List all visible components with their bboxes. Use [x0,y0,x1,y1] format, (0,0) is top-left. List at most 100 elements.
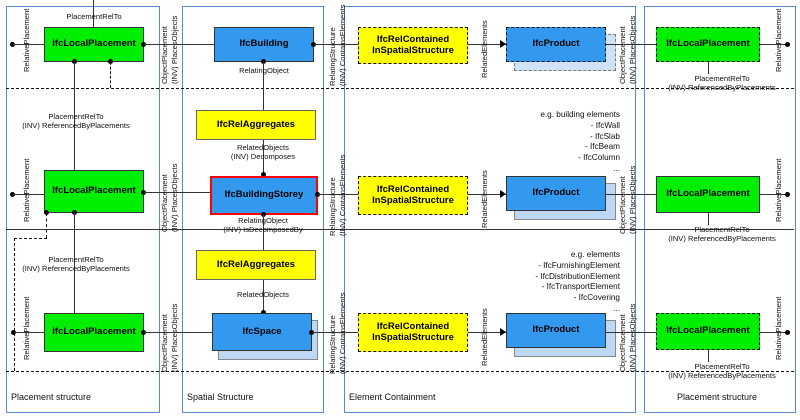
relating-object-label-row1: RelatingObject [239,66,289,75]
placement-chain-line-2 [74,213,75,313]
op-r-l1-row3: ObjectPlacement [618,314,627,372]
ifc-local-placement-building[interactable]: IfcLocalPlacement [44,27,144,62]
object-placement-line-row2 [144,192,214,193]
relating-structure-dot-row1 [311,42,316,47]
relating-structure-label-row1: RelatingStructure [328,27,337,86]
op-l2-row3: (INV) PlacesObjects [170,303,179,372]
object-placement-right-label-row2: ObjectPlacement [618,176,627,234]
ifc-rel-contained-in-spatial-structure-row1[interactable]: IfcRelContained InSpatialStructure [358,27,468,64]
relating-structure-l1: RelatingStructure [328,27,337,86]
relating-object-dot-row2 [261,212,266,217]
relating-structure-label-row3: RelatingStructure [328,315,337,374]
related-elements-arrow-row1 [500,40,506,48]
ifc-local-placement-product-row3[interactable]: IfcLocalPlacement [656,313,760,350]
prt-inv-l1-row3r: PlacementRelTo [694,362,750,371]
placement-rel-to-inv-label-row3r: PlacementRelTo (INV) ReferencedByPlaceme… [648,362,796,381]
ifc-rel-aggregates-storey[interactable]: IfcRelAggregates [196,110,316,140]
rs-l1-row2: RelatingStructure [328,177,337,236]
prt-inv-l2-row2: (INV) ReferencedByPlacements [22,121,130,131]
panel-spatial-structure [182,6,324,413]
related-objects-dot-row3 [261,310,266,315]
placement-dashed-v-a [46,213,47,238]
ifc-rel-contained-in-spatial-structure-row3[interactable]: IfcRelContained InSpatialStructure [358,313,468,352]
object-placement-label-row2: ObjectPlacement [160,174,169,232]
ifc-rel-aggregates-space[interactable]: IfcRelAggregates [196,250,316,280]
ro-inv-l2-row2: (INV) Decomposes [230,152,296,162]
object-placement-l1-row2: ObjectPlacement [160,174,169,232]
panel-label-placement-structure-right: Placement structure [677,392,758,402]
op-r-l2-row2: (INV) PlacesObjects [628,165,637,234]
relative-placement-endpoint-row1 [10,42,15,47]
relative-placement-endpoint-row2 [10,192,15,197]
related-elements-arrow-row2 [500,190,506,198]
op-l1-row3: ObjectPlacement [160,314,169,372]
object-placement-right-label2-row3: (INV) PlacesObjects [628,304,637,372]
panel-label-element-containment: Element Containment [349,392,436,402]
ifc-building-storey[interactable]: IfcBuildingStorey [210,176,318,215]
row-separator-bottom-dashed [6,371,794,372]
related-objects-inv-label-row2: RelatedObjects (INV) Decomposes [196,143,330,162]
placement-dashed-v-b [14,238,15,371]
relating-object-inv-label-row2: RelatingObject (INV) IsDecomposedBy [196,216,330,235]
rel-contained-line1: IfcRelContained [376,33,450,45]
note-elements: e.g. elements - IfcFurnishingElement - I… [535,250,620,314]
ifc-product-building[interactable]: IfcProduct [506,27,606,62]
placement-rel-to-inv-label-row3: PlacementRelTo (INV) ReferencedByPlaceme… [2,255,150,274]
relative-placement-label-row3: RelativePlacement [22,296,31,360]
prt-inv-l1-row2: PlacementRelTo [48,112,104,121]
ro-inv-l1-row2: RelatedObjects [237,143,289,152]
object-placement-line-right-row3 [606,332,670,333]
placement-rel-to-inv-label-row1: PlacementRelTo (INV) ReferencedByPlaceme… [648,74,796,93]
object-placement-l2-row2: (INV) PlacesObjects [170,163,179,232]
relative-placement-line-right-row2 [760,194,788,195]
placement-rel-to-label-row1: PlacementRelTo [66,12,122,21]
related-objects-line-row3 [263,280,264,312]
object-placement-line-row1 [144,44,214,45]
placement-dashed-dot-row2 [44,210,49,215]
related-elements-label-row3: RelatedElements [480,308,489,366]
relating-structure-l2: (INV) ContainsElements [338,4,347,86]
object-placement-line-right-row1 [606,44,670,45]
ifc-local-placement-space[interactable]: IfcLocalPlacement [44,313,144,352]
placement-chain-dot-row1-bottom [72,59,77,64]
object-placement-right-l1: ObjectPlacement [618,26,627,84]
relating-structure-label-row2: RelatingStructure [328,177,337,236]
ifc-product-space[interactable]: IfcProduct [506,313,606,348]
object-placement-label-row3: ObjectPlacement [160,314,169,372]
ifc-rel-contained-in-spatial-structure-row2[interactable]: IfcRelContained InSpatialStructure [358,176,468,215]
relative-placement-endpoint-row3 [11,330,16,335]
row-separator-mid-1 [6,229,794,230]
rel-contained-line1-row3: IfcRelContained [376,320,450,332]
object-placement-line-right-row2 [606,194,670,195]
ifc-product-building-storey[interactable]: IfcProduct [506,176,606,211]
object-placement-right-label2-row1: (INV) PlacesObjects [628,16,637,84]
relating-structure-line-row3 [312,332,358,333]
object-placement-dot-row3 [141,330,146,335]
object-placement-label-row1: ObjectPlacement [160,26,169,84]
panel-label-placement-structure-left: Placement structure [11,392,92,402]
prt-inv-l2-row3: (INV) ReferencedByPlacements [22,264,130,274]
op-r-l1-row2: ObjectPlacement [618,176,627,234]
ifc-local-placement-building-storey[interactable]: IfcLocalPlacement [44,170,144,213]
relating-structure-label2-row1: (INV) ContainsElements [338,5,347,86]
ifc-building[interactable]: IfcBuilding [214,27,314,62]
related-elements-line-row1 [468,44,506,45]
relative-placement-line-row1 [13,44,44,45]
relating-structure-label2-row3: (INV) ContainsElements [338,293,347,374]
relative-placement-endpoint-right-row3 [785,330,790,335]
ifc-space[interactable]: IfcSpace [212,313,312,351]
relative-placement-right-label-row3: RelativePlacement [774,296,783,360]
panel-label-spatial-structure: Spatial Structure [187,392,254,402]
related-objects-label-row3: RelatedObjects [237,290,289,299]
rel-obj-inv-l1-row2: RelatingObject [238,216,288,225]
prt-inv-l1-row1: PlacementRelTo [694,74,750,83]
ifc-local-placement-product-row2[interactable]: IfcLocalPlacement [656,176,760,213]
relative-placement-right-label-row1: RelativePlacement [774,8,783,72]
object-placement-right-label-row3: ObjectPlacement [618,314,627,372]
ifc-local-placement-product-row1[interactable]: IfcLocalPlacement [656,27,760,62]
placement-rel-to-inv-line-row3r [708,350,709,362]
prt-inv-l1-row3: PlacementRelTo [48,255,104,264]
prt-inv-l2-row1: (INV) ReferencedByPlacements [668,83,776,93]
relating-object-line-row2 [263,215,264,260]
